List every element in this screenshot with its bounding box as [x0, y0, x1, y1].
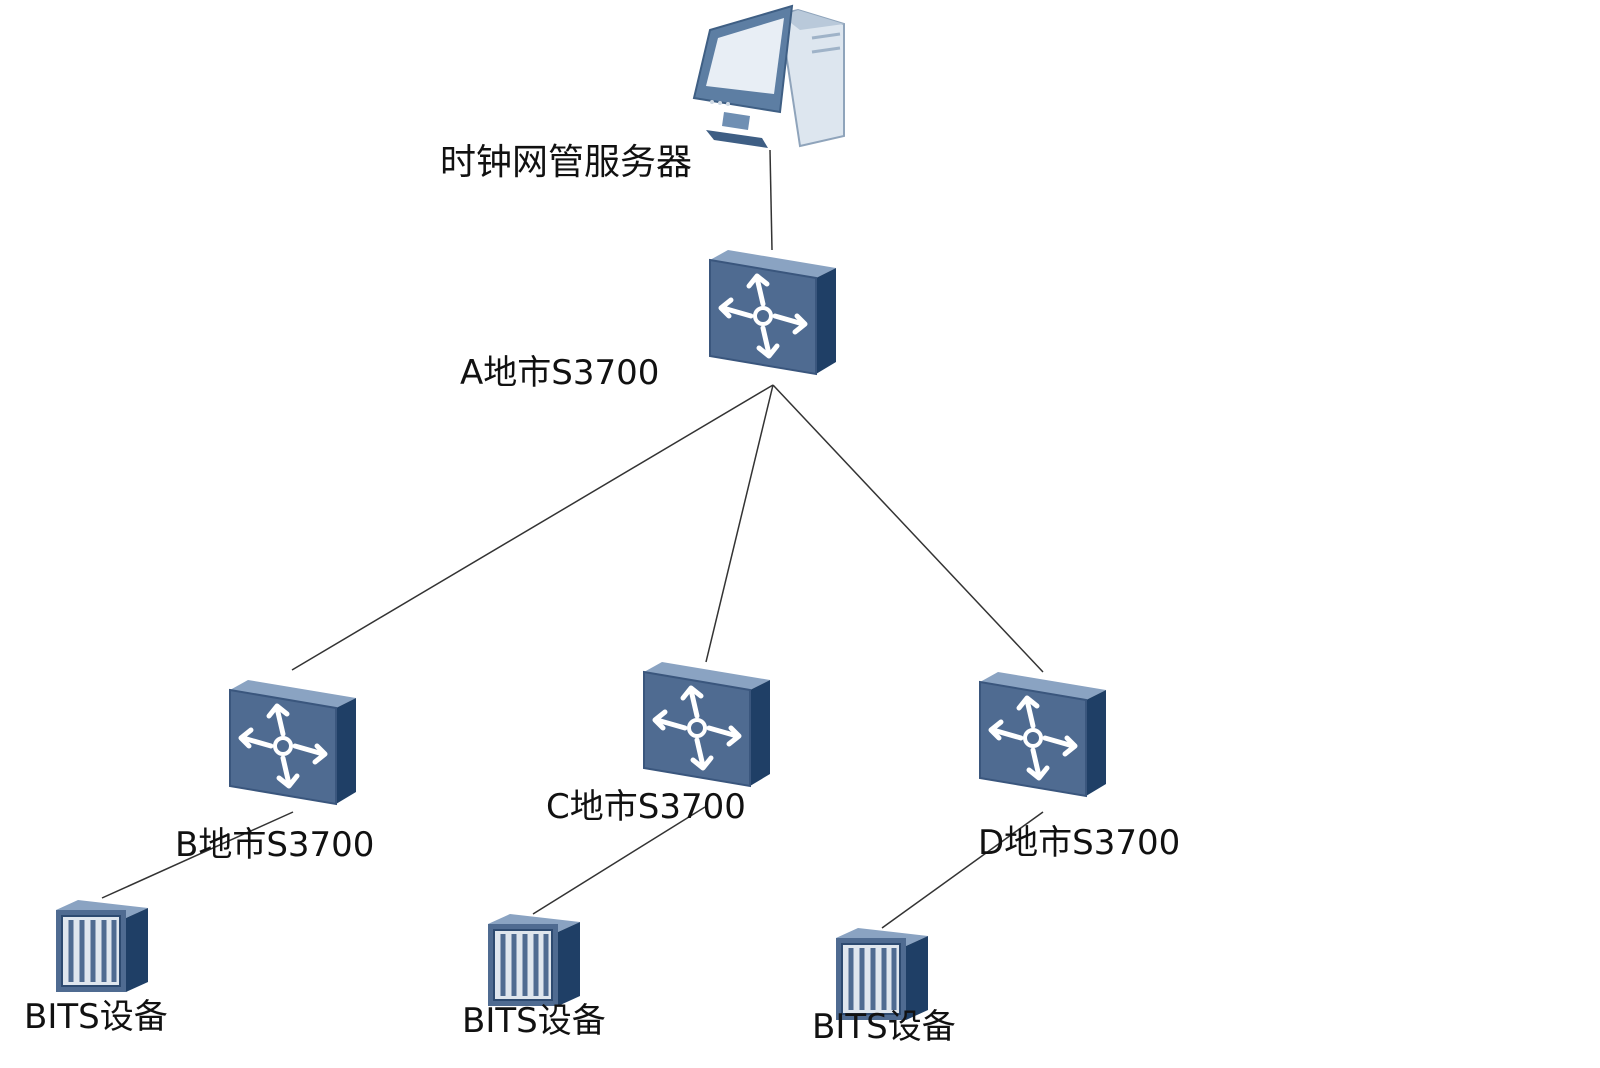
server-label: 时钟网管服务器	[440, 142, 693, 183]
links	[101, 149, 1044, 929]
link-switch-a-to-switch-d	[772, 384, 1044, 673]
link-switch-a-to-switch-c	[705, 384, 774, 663]
switch-c-label: C地市S3700	[546, 787, 746, 827]
link-switch-b-to-bits-b	[101, 811, 294, 899]
server-computer-icon	[692, 4, 845, 148]
switch-d-icon	[980, 672, 1106, 796]
bits-device-b-icon	[56, 900, 148, 992]
link-switch-c-to-bits-c	[532, 806, 706, 915]
switch-b-label: B地市S3700	[175, 825, 375, 865]
switch-a-label: A地市S3700	[460, 353, 660, 393]
bits-b-label: BITS设备	[24, 997, 168, 1037]
switch-b-icon	[230, 680, 356, 804]
bits-c-label: BITS设备	[462, 1001, 606, 1041]
bits-device-c-icon	[488, 914, 580, 1006]
bits-d-label: BITS设备	[812, 1007, 956, 1047]
link-switch-d-to-bits-d	[881, 811, 1044, 929]
switch-d-label: D地市S3700	[978, 823, 1181, 863]
link-server-to-switch-a	[769, 149, 773, 251]
link-switch-a-to-switch-b	[291, 384, 774, 671]
switch-c-icon	[644, 662, 770, 786]
switch-a-icon	[710, 250, 836, 374]
